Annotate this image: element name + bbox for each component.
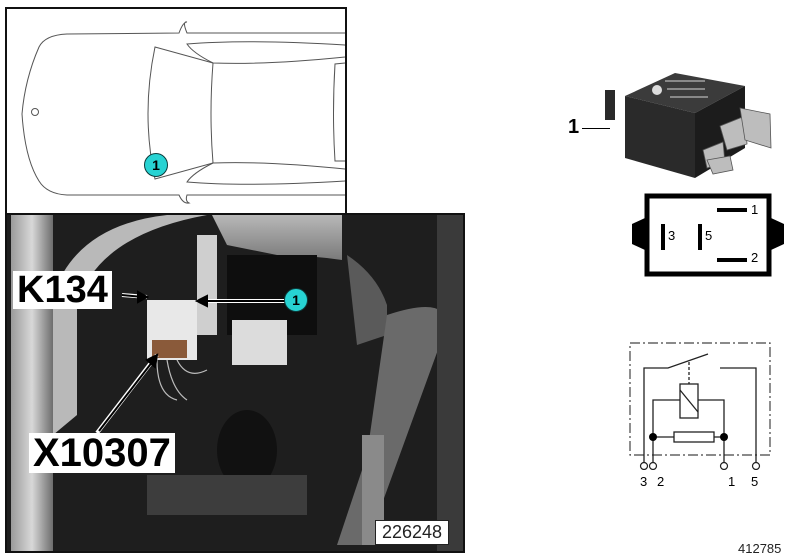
pin-layout-icon — [632, 193, 784, 277]
terminal-label-3: 3 — [640, 474, 648, 489]
car-outline-icon — [21, 21, 345, 204]
relay-icon — [605, 73, 772, 178]
part-position-label: 1 — [568, 116, 580, 138]
installation-photo-image — [7, 215, 463, 551]
pin-label-3: 3 — [668, 228, 676, 243]
leader-line — [582, 128, 610, 129]
terminal-label-1: 1 — [728, 474, 736, 489]
photo-callout-1[interactable]: 1 — [284, 288, 308, 312]
diagram-id: 412785 — [738, 541, 782, 556]
vehicle-overview-panel: 1 — [5, 7, 347, 215]
pin-label-1: 1 — [751, 202, 759, 217]
photo-id: 226248 — [375, 520, 450, 545]
connector-label-x10307: X10307 — [29, 433, 175, 473]
pin-label-2: 2 — [751, 250, 759, 265]
pin-label-5: 5 — [705, 228, 713, 243]
circuit-schematic-icon — [629, 342, 771, 470]
relay-label-k134: K134 — [13, 271, 112, 309]
position-callout-1[interactable]: 1 — [144, 153, 168, 177]
terminal-label-5: 5 — [751, 474, 759, 489]
relay-schematic: 3 2 1 5 — [620, 340, 780, 489]
terminal-label-2: 2 — [657, 474, 665, 489]
pin-layout-diagram: 1 2 3 5 — [632, 192, 784, 278]
installation-photo: K134 X10307 1 226248 — [5, 213, 465, 553]
relay-part-image[interactable] — [595, 68, 785, 183]
